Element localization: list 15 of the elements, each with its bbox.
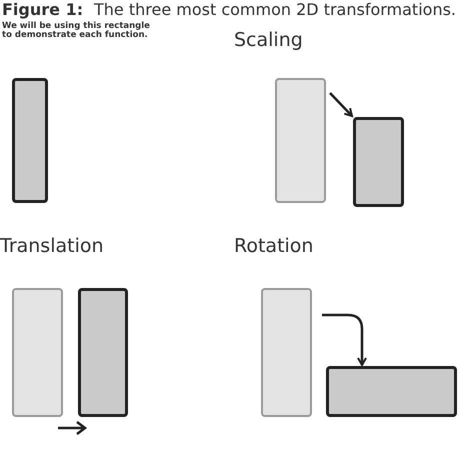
rectangle-shape	[326, 366, 457, 417]
rectangle-shape	[78, 288, 128, 417]
original-rectangle-outline	[275, 78, 326, 203]
section-heading: Translation	[0, 236, 104, 257]
section-heading: Scaling	[234, 30, 303, 51]
arrow	[322, 314, 367, 366]
rectangle-shape	[12, 78, 48, 203]
rectangle-shape	[353, 117, 404, 207]
figure-number: Figure 1:	[2, 1, 84, 19]
original-rectangle-outline	[12, 288, 63, 417]
description-text: We will be using this rectangle to demonstrate each function.	[2, 22, 151, 41]
section-heading: Rotation	[234, 236, 314, 257]
original-rectangle-outline	[261, 288, 312, 417]
arrow	[329, 92, 353, 117]
figure-title: The three most common 2D transformations.	[94, 1, 456, 19]
